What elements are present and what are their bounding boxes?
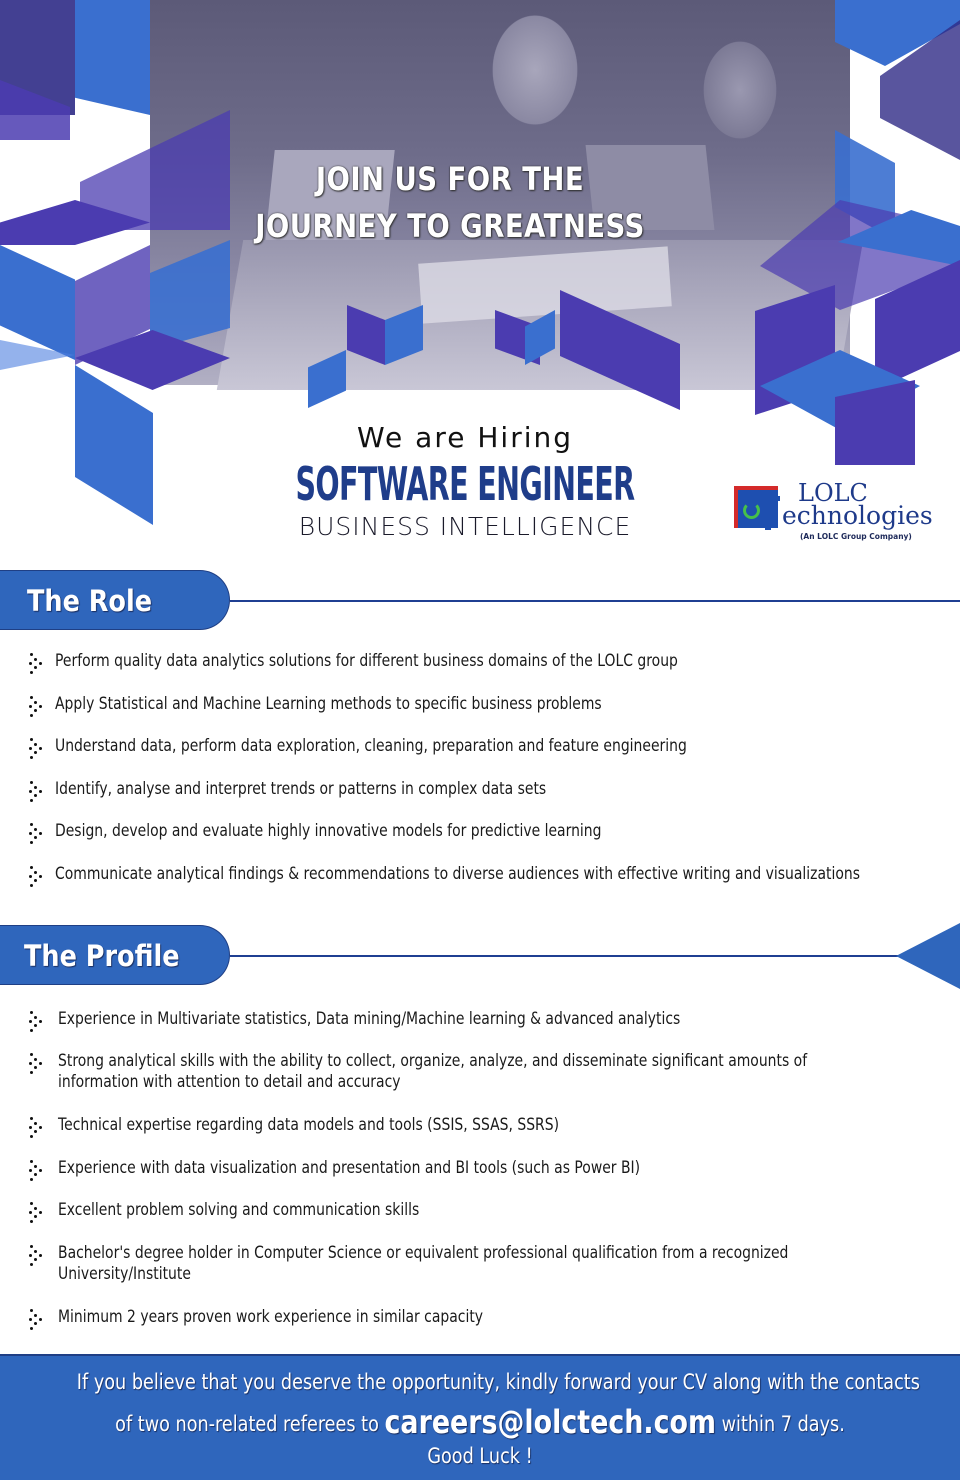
dots-bullet-icon [28,1202,44,1223]
cube-decoration [75,0,150,115]
job-department: BUSINESS INTELLIGENCE [298,512,632,541]
footer-good-luck: Good Luck ! [427,1444,533,1468]
logo-tagline: (An LOLC Group Company) [800,532,912,541]
divider-line [230,955,960,957]
headline-line-2: JOURNEY TO GREATNESS [255,207,645,245]
footer-line-2: of two non-related referees to careers@l… [77,1404,883,1442]
dots-bullet-icon [28,653,44,674]
cube-decoration [75,365,153,525]
logo-name: LOLC [798,479,868,507]
careers-email-link[interactable]: careers@lolctech.com [384,1403,717,1441]
dots-bullet-icon [28,1117,44,1138]
footer-line-2-prefix: of two non-related referees to [115,1412,385,1436]
profile-section-title: The Profile [24,939,180,973]
dots-bullet-icon [28,781,44,802]
role-section-header: The Role [0,570,960,632]
divider-line [230,600,960,602]
footer-line-1: If you believe that you deserve the oppo… [76,1370,920,1394]
triangle-decoration [896,923,960,989]
logo-technologies: echnologies [782,501,933,530]
hero-banner: JOIN US FOR THE JOURNEY TO GREATNESS We … [0,0,960,560]
hero-headline: JOIN US FOR THE JOURNEY TO GREATNESS [218,156,682,250]
hiring-block: We are Hiring SOFTWARE ENGINEER BUSINESS… [290,420,640,542]
headline-line-1: JOIN US FOR THE [315,160,585,198]
job-title: SOFTWARE ENGINEER [295,457,636,511]
profile-section-header: The Profile [0,923,960,989]
dots-bullet-icon [28,1245,44,1266]
dots-bullet-icon [28,696,44,717]
dots-bullet-icon [28,1053,44,1074]
footer-cta: If you believe that you deserve the oppo… [0,1354,960,1480]
footer-line-2-suffix: within 7 days. [716,1412,845,1436]
profile-section-pill: The Profile [0,925,230,985]
dots-bullet-icon [28,738,44,759]
dots-bullet-icon [28,1309,44,1330]
dots-bullet-icon [28,866,44,887]
hiring-intro: We are Hiring [357,421,573,454]
dots-bullet-icon [28,1160,44,1181]
dots-bullet-icon [28,1011,44,1032]
dots-bullet-icon [28,823,44,844]
role-section-title: The Role [27,584,153,618]
role-section-pill: The Role [0,570,230,630]
company-logo: LOLC echnologies (An LOLC Group Company) [734,479,944,542]
logo-mark-icon [734,486,780,530]
